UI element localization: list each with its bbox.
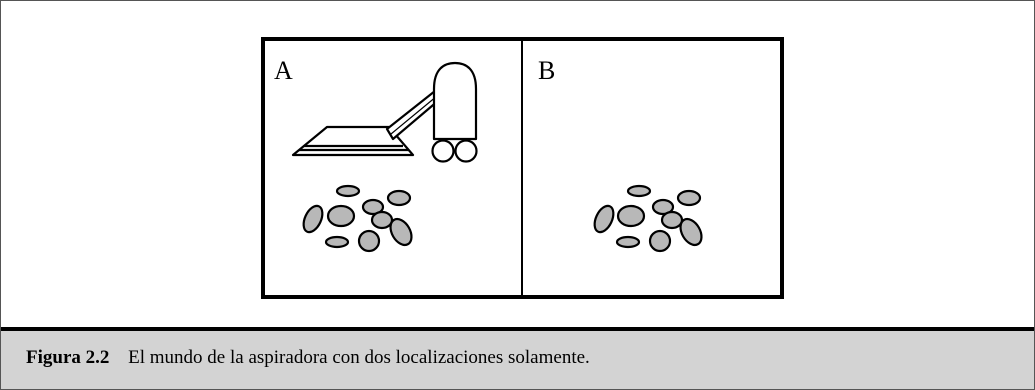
figure-caption: Figura 2.2 El mundo de la aspiradora con… — [1, 327, 1034, 389]
caption-label: Figura 2.2 — [26, 347, 110, 368]
dirt-icon — [593, 184, 703, 253]
caption-text: El mundo de la aspiradora con dos locali… — [128, 347, 590, 368]
room-b: B — [538, 56, 703, 253]
vacuum-cleaner-icon — [291, 61, 478, 163]
room-label-b: B — [538, 56, 555, 85]
vacuum-world-diagram: A — [261, 37, 784, 299]
room-a: A — [274, 56, 478, 253]
dirt-icon — [302, 184, 413, 253]
caption-line: Figura 2.2 El mundo de la aspiradora con… — [26, 347, 590, 369]
room-label-a: A — [274, 56, 293, 85]
